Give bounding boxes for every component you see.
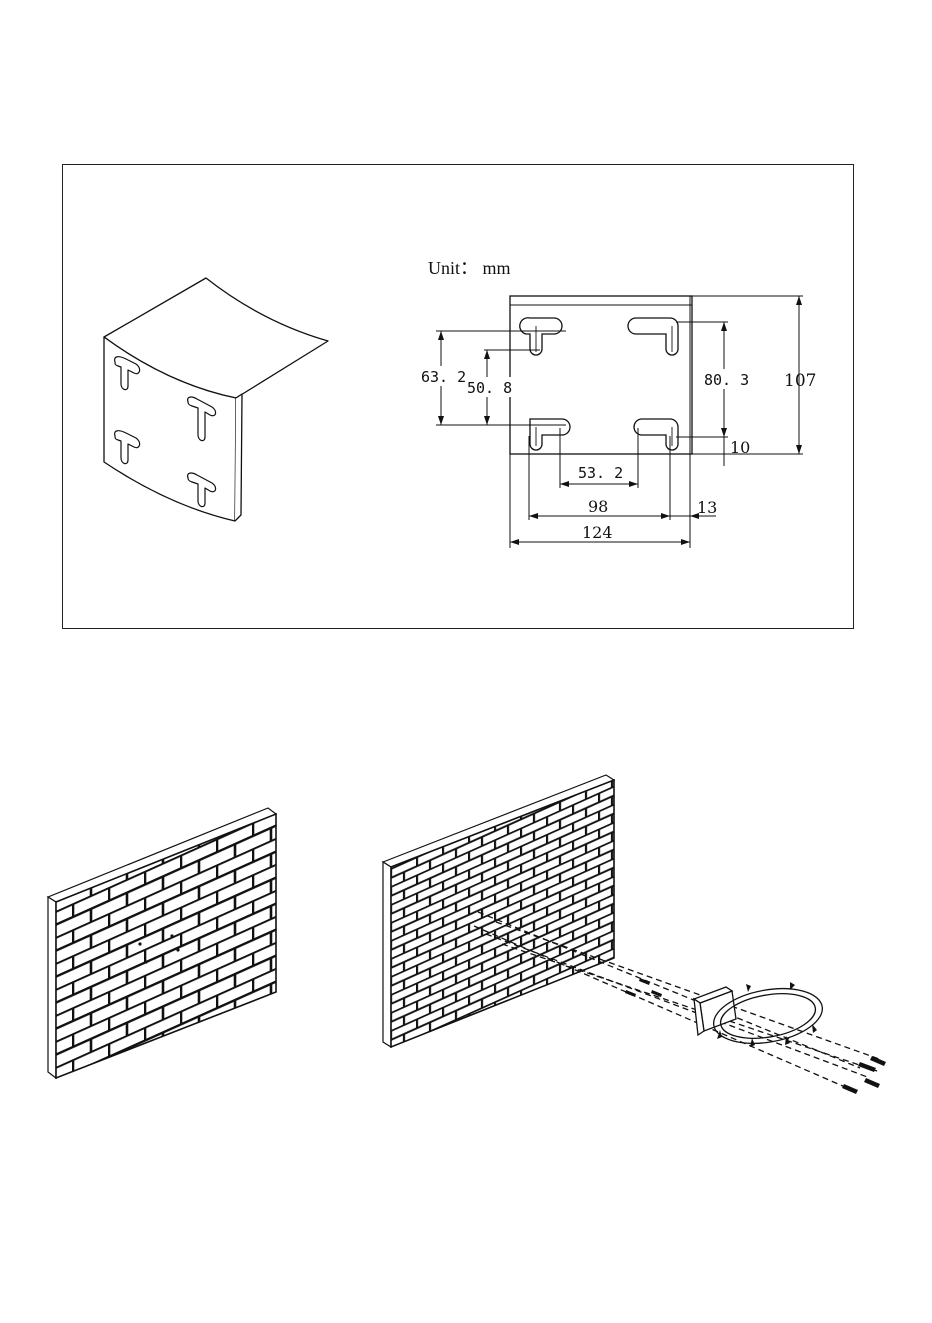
- brick-wall-right: [383, 775, 614, 1047]
- screws: [625, 978, 886, 1094]
- bracket-isometric-view: [104, 278, 328, 521]
- dim-10: 10: [730, 438, 750, 457]
- unit-label: Unit： mm: [428, 258, 511, 278]
- dim-13: 13: [697, 498, 717, 517]
- dim-50-8: 50. 8: [467, 379, 512, 397]
- dim-80-3: 80. 3: [704, 371, 749, 389]
- brick-wall-left: [48, 808, 276, 1078]
- dim-124: 124: [582, 523, 613, 542]
- dim-98: 98: [588, 497, 608, 516]
- dim-107: 107: [784, 371, 816, 391]
- bracket-front-view: Unit： mm: [418, 258, 816, 548]
- dim-53-2: 53. 2: [578, 464, 623, 482]
- dim-63-2: 63. 2: [421, 368, 466, 386]
